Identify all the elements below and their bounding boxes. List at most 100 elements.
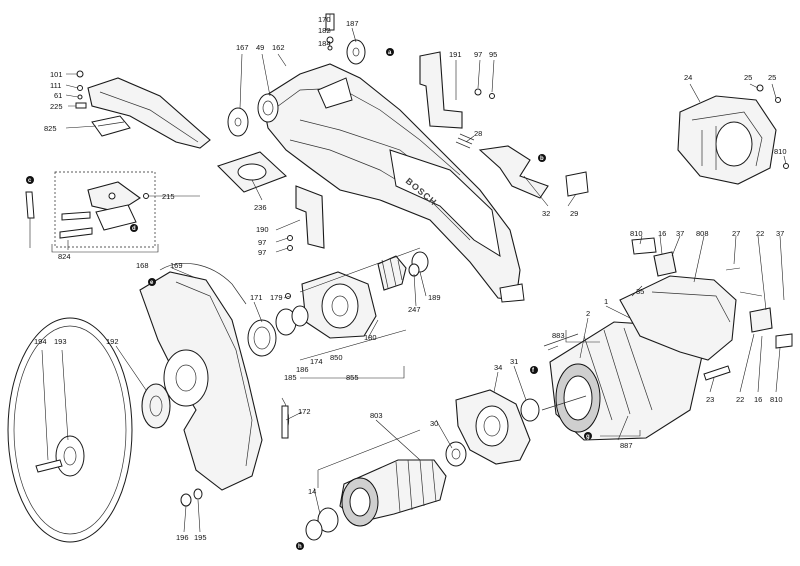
callout-97b: 97 xyxy=(258,238,266,247)
callout-883: 883 xyxy=(552,331,565,340)
ref-marker-a: a xyxy=(386,48,394,56)
motor-housing-part xyxy=(619,275,737,361)
callout-193: 193 xyxy=(54,337,67,346)
svg-text:c: c xyxy=(28,178,32,184)
callout-247: 247 xyxy=(408,305,421,314)
callout-810-mid: 810 xyxy=(630,229,643,238)
callout-2: 2 xyxy=(586,309,590,318)
callout-29: 29 xyxy=(570,209,578,218)
switch-handle-part xyxy=(54,171,156,248)
callout-196: 196 xyxy=(176,533,189,542)
callout-855: 855 xyxy=(346,373,359,382)
blade-guard-part xyxy=(139,271,263,491)
callout-180: 180 xyxy=(364,333,377,342)
callout-194: 194 xyxy=(34,337,47,346)
callout-189: 189 xyxy=(428,293,441,302)
callout-168: 168 xyxy=(136,261,149,270)
callout-14: 14 xyxy=(308,487,316,496)
callout-30: 30 xyxy=(430,419,438,428)
callout-179: 179 xyxy=(270,293,283,302)
blade-flange xyxy=(141,383,171,429)
callout-236: 236 xyxy=(254,203,267,212)
stator-part xyxy=(549,321,703,441)
callout-172: 172 xyxy=(298,407,311,416)
callout-23: 23 xyxy=(706,395,714,404)
svg-text:a: a xyxy=(388,50,392,56)
callout-97c: 97 xyxy=(258,248,266,257)
armature-part xyxy=(339,459,447,527)
callout-174: 174 xyxy=(310,357,323,366)
svg-text:d: d xyxy=(132,226,136,232)
callout-49: 49 xyxy=(256,43,264,52)
ref-marker-h: h xyxy=(296,542,304,550)
callout-167: 167 xyxy=(236,43,249,52)
callout-31: 31 xyxy=(510,357,518,366)
callout-825: 825 xyxy=(44,124,57,133)
callout-170: 170 xyxy=(318,15,331,24)
callout-824: 824 xyxy=(58,252,71,261)
svg-text:f: f xyxy=(532,368,535,374)
leader-lines xyxy=(41,14,787,533)
callout-28: 28 xyxy=(474,129,482,138)
callout-101: 101 xyxy=(50,70,63,79)
callout-27: 27 xyxy=(732,229,740,238)
washer-167 xyxy=(227,107,249,137)
callout-171: 171 xyxy=(250,293,263,302)
callout-887: 887 xyxy=(620,441,633,450)
svg-text:e: e xyxy=(150,280,154,286)
ref-marker-d: d xyxy=(130,224,138,232)
callout-22-top: 22 xyxy=(756,229,764,238)
callout-803: 803 xyxy=(370,411,383,420)
callout-225: 225 xyxy=(50,102,63,111)
callout-810-bottom: 810 xyxy=(770,395,783,404)
callout-169: 169 xyxy=(170,261,183,270)
callout-25a: 25 xyxy=(744,73,752,82)
callout-810-top: 810 xyxy=(774,147,787,156)
callout-95: 95 xyxy=(489,50,497,59)
callout-34: 34 xyxy=(494,363,502,372)
svg-text:b: b xyxy=(540,156,544,162)
ref-marker-c: c xyxy=(26,176,34,184)
ref-marker-b: b xyxy=(538,154,546,162)
callout-808: 808 xyxy=(696,229,709,238)
callout-191: 191 xyxy=(449,50,462,59)
callout-1: 1 xyxy=(604,297,608,306)
ref-marker-f: f xyxy=(530,366,538,374)
callout-37-right: 37 xyxy=(776,229,784,238)
callout-215: 215 xyxy=(162,192,175,201)
reference-markers: a b c d e f g h xyxy=(26,48,592,550)
callout-184: 184 xyxy=(318,39,331,48)
callout-61: 61 xyxy=(54,91,62,100)
callout-850: 850 xyxy=(330,353,343,362)
guard-cover-part xyxy=(87,77,211,149)
gearbox-part xyxy=(301,271,377,339)
main-arm-housing: BOSCH xyxy=(257,63,525,303)
callout-16-top: 16 xyxy=(658,229,666,238)
fan-baffle-part xyxy=(455,389,531,465)
callout-185: 185 xyxy=(284,373,297,382)
callout-labels: 170 182 184 187 167 49 162 191 97 95 101… xyxy=(34,15,787,542)
callout-111: 111 xyxy=(50,81,61,90)
callout-35: 35 xyxy=(636,287,644,296)
callout-97: 97 xyxy=(474,50,482,59)
callout-24: 24 xyxy=(684,73,692,82)
callout-162: 162 xyxy=(272,43,285,52)
motor-cover-part xyxy=(677,95,777,185)
callout-16-bottom: 16 xyxy=(754,395,762,404)
saw-blade-part xyxy=(7,317,133,543)
callout-190: 190 xyxy=(256,225,269,234)
callout-22-bottom: 22 xyxy=(736,395,744,404)
svg-text:h: h xyxy=(298,544,302,550)
callout-32: 32 xyxy=(542,209,550,218)
callout-25b: 25 xyxy=(768,73,776,82)
callout-186: 186 xyxy=(296,365,309,374)
svg-text:g: g xyxy=(586,434,590,440)
ref-marker-g: g xyxy=(584,432,592,440)
ref-marker-e: e xyxy=(148,278,156,286)
washer-187 xyxy=(346,39,366,65)
callout-192: 192 xyxy=(106,337,119,346)
callout-187: 187 xyxy=(346,19,359,28)
callout-37-left: 37 xyxy=(676,229,684,238)
